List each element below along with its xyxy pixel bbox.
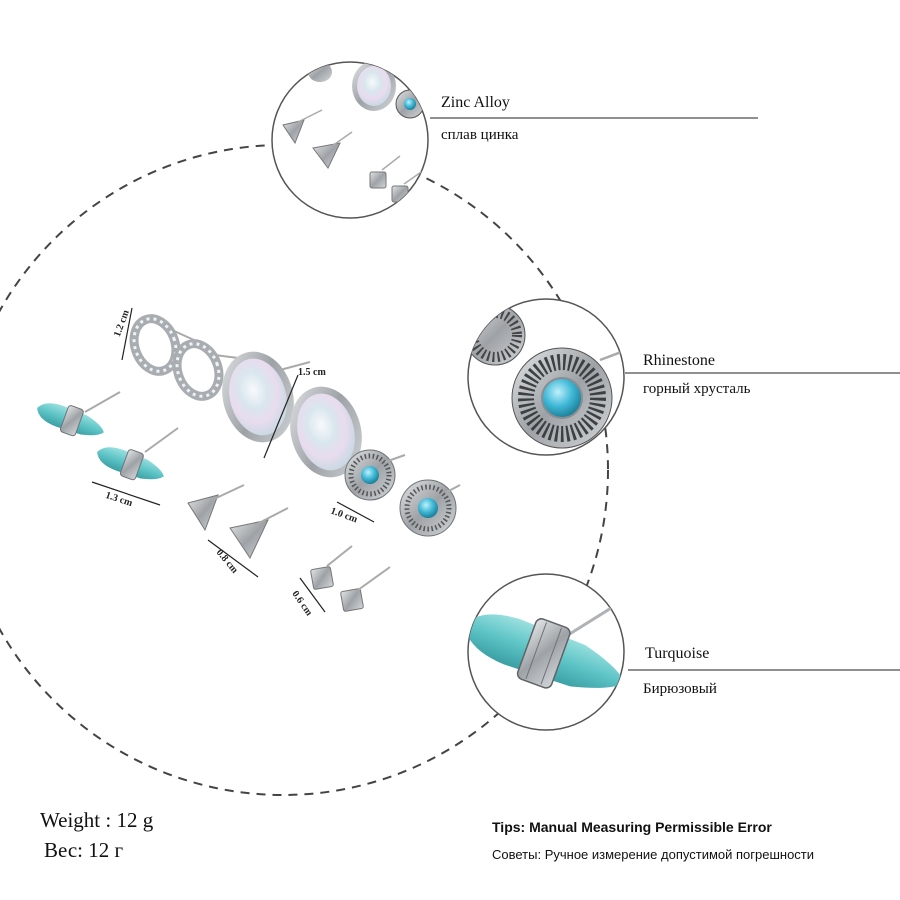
tips-label-en: Tips: Manual Measuring Permissible Error — [492, 819, 772, 835]
material-label-turquoise-ru: Бирюзовый — [643, 681, 717, 697]
earring-crystal-ring-pair — [129, 314, 239, 401]
zoom-circle-rhinestone — [467, 298, 625, 456]
zoom-circle-turquoise — [467, 573, 625, 731]
weight-label-ru: Вес: 12 г — [44, 838, 124, 862]
earring-rhinestone-round-pair — [344, 449, 461, 537]
weight-label-en: Weight : 12 g — [40, 808, 154, 832]
earring-square-pair — [310, 545, 391, 612]
material-label-zinc-en: Zinc Alloy — [441, 94, 510, 111]
material-label-zinc-ru: сплав цинка — [441, 127, 519, 143]
material-label-rhinestone-en: Rhinestone — [643, 352, 715, 369]
dashed-frame-circle — [0, 144, 609, 796]
zoom-circle-zinc-alloy — [271, 61, 429, 219]
dimension-lines — [91, 307, 375, 613]
material-label-rhinestone-ru: горный хрусталь — [643, 381, 751, 397]
dimension-label-opal-oval: 1.5 cm — [298, 367, 326, 378]
earring-turquoise-bullet-pair — [37, 391, 179, 481]
earring-opal-oval-pair — [222, 351, 362, 478]
tips-label-ru: Советы: Ручное измерение допустимой погр… — [492, 847, 815, 862]
earring-triangle-pair — [187, 484, 289, 560]
material-label-turquoise-en: Turquoise — [645, 645, 710, 662]
